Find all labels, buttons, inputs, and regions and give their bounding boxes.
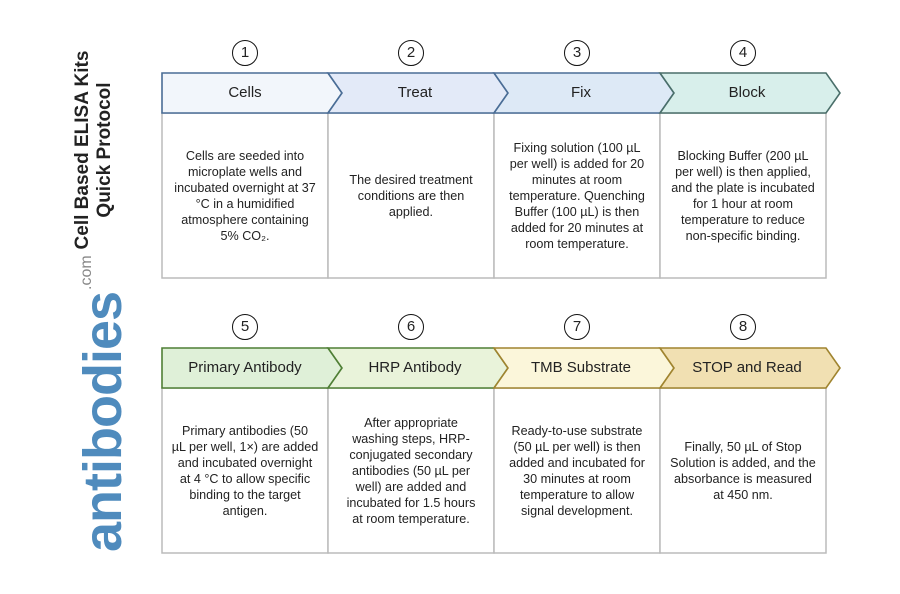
step-number: 2	[398, 40, 424, 66]
step-description: Fixing solution (100 µL per well) is add…	[509, 140, 645, 251]
step-box	[161, 387, 329, 554]
step-description: Primary antibodies (50 µL per well, 1×) …	[171, 423, 319, 518]
step-label: Block	[728, 84, 766, 101]
step-description: After appropriate washing steps, HRP- co…	[346, 415, 476, 526]
step-number: 7	[564, 314, 590, 340]
step-label: Cells	[228, 84, 262, 101]
step-label: STOP and Read	[692, 359, 802, 376]
step-label: Primary Antibody	[188, 359, 302, 376]
step-number: 4	[730, 40, 756, 66]
step-box	[493, 387, 661, 554]
step-box	[659, 112, 827, 279]
step-box	[327, 112, 495, 279]
step-label: HRP Antibody	[368, 359, 462, 376]
step-description: Blocking Buffer (200 µL per well) is the…	[671, 148, 815, 243]
step-number: 3	[564, 40, 590, 66]
step-number: 1	[232, 40, 258, 66]
step-box	[161, 112, 329, 279]
step-box	[327, 387, 495, 554]
step-description: The desired treatment conditions are the…	[349, 172, 473, 219]
step-label: Treat	[397, 84, 433, 101]
step-number: 5	[232, 314, 258, 340]
step-description: Finally, 50 µL of Stop Solution is added…	[670, 439, 816, 502]
step-box	[659, 387, 827, 554]
step-label: Fix	[571, 84, 591, 101]
step-description: Ready-to-use substrate (50 µL per well) …	[509, 423, 645, 518]
step-chevron	[658, 347, 841, 389]
step-chevron	[658, 72, 841, 114]
step-description: Cells are seeded into microplate wells a…	[174, 148, 316, 243]
step-number: 6	[398, 314, 424, 340]
step-label: TMB Substrate	[530, 359, 632, 376]
step-number: 8	[730, 314, 756, 340]
